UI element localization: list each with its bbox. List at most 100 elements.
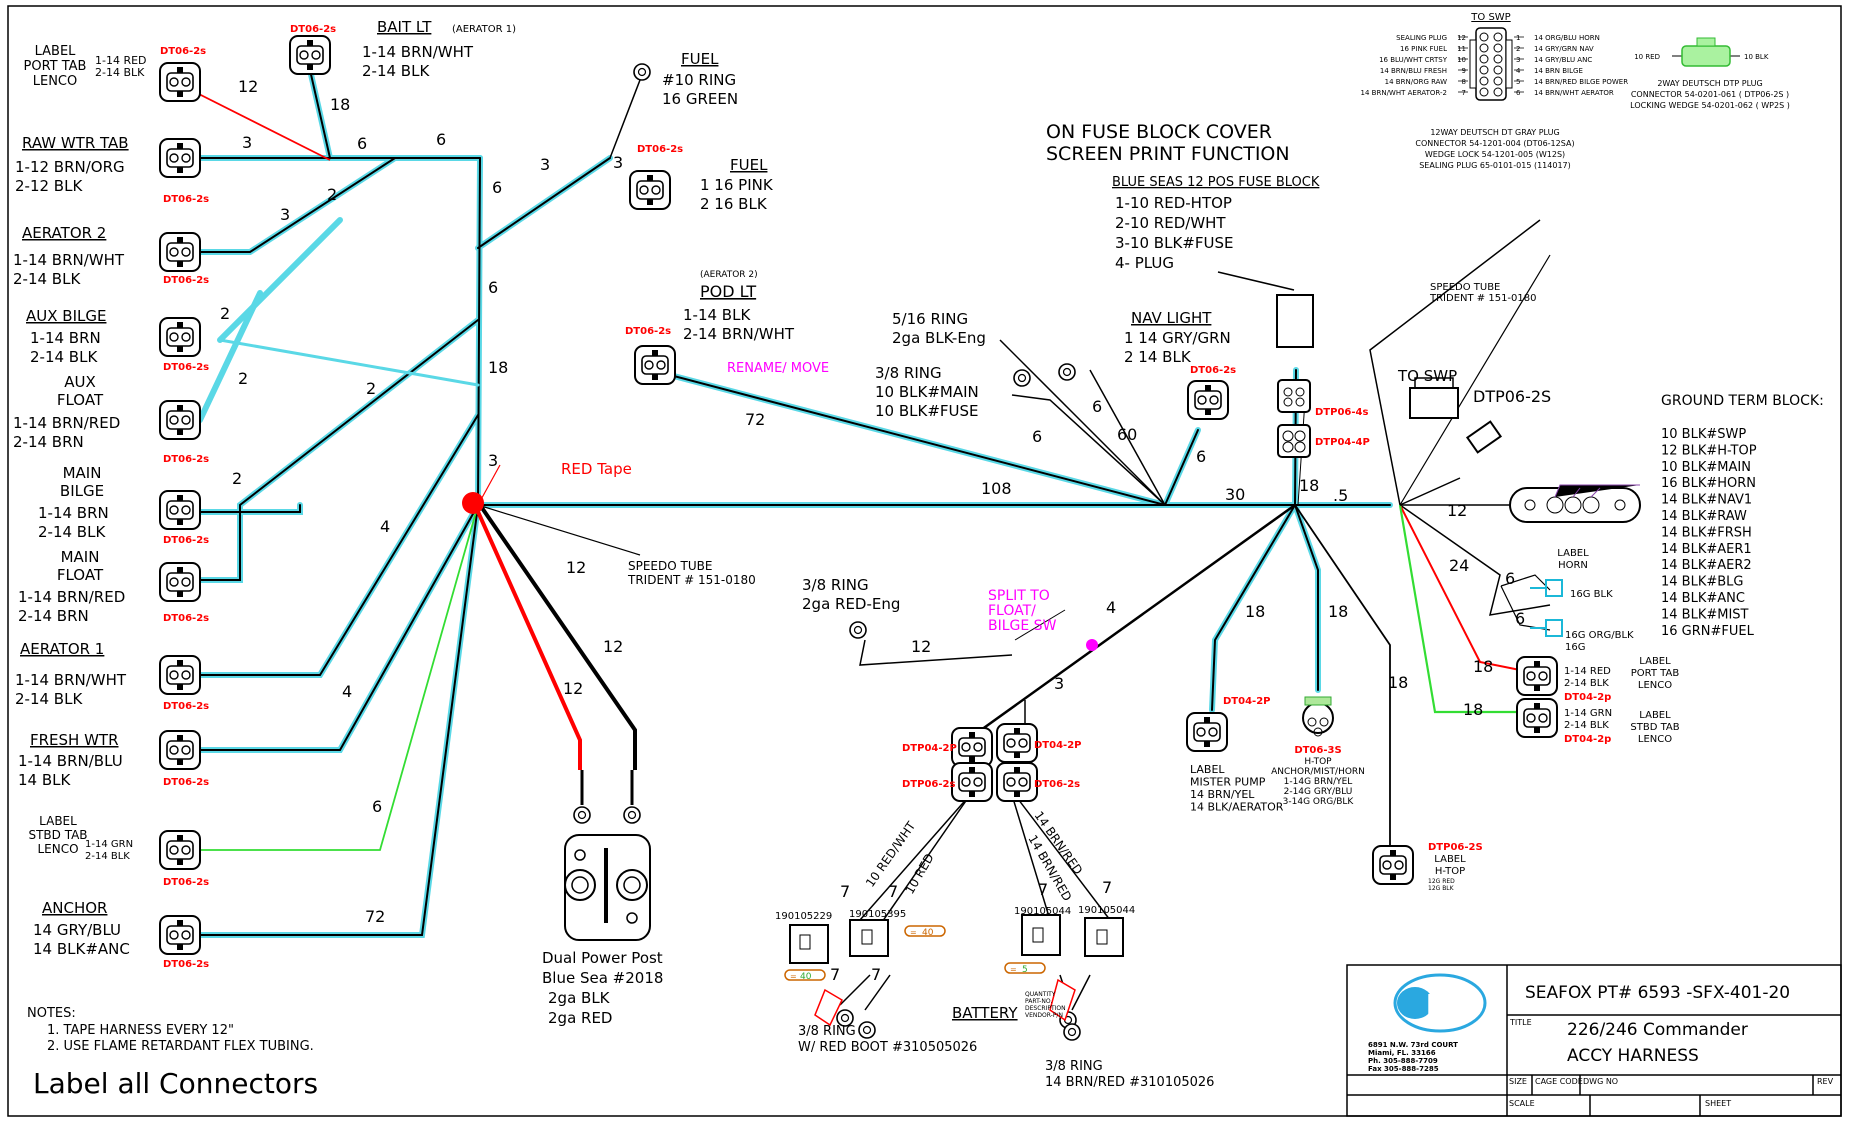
wire-spec: 1-14 RED: [95, 54, 147, 67]
wire-spec: 2-14 BLK: [1564, 678, 1609, 689]
wire-length: 2: [366, 379, 376, 398]
pin-spec: 14 BRN/RED BILGE POWER: [1534, 78, 1628, 86]
rename-note: RENAME/ MOVE: [727, 361, 829, 376]
wire-diag-label: 10 RED: [902, 851, 936, 896]
fuse-value: 40: [922, 928, 934, 938]
wire-length: 3: [242, 133, 252, 152]
connector-name: MISTER PUMP: [1190, 776, 1266, 789]
pin-num: 11: [1457, 45, 1466, 53]
connector-tag: DT06-2s: [163, 777, 209, 788]
pin-num: 4: [1516, 67, 1521, 75]
ring-spec: 3/8 RING: [1045, 1059, 1103, 1074]
pin-spec: 14 BRN/WHT AERATOR: [1534, 89, 1614, 97]
ground-line: 10 BLK#SWP: [1661, 427, 1746, 442]
qty-note: QUANTITY: [1025, 991, 1056, 998]
part-number-title: SEAFOX PT# 6593 -SFX-401-20: [1525, 983, 1790, 1003]
wire-length: 30: [1225, 485, 1245, 504]
connector-name: STBD TAB: [28, 828, 87, 842]
plug-spec: SEALING PLUG 65-0101-015 (114017): [1419, 161, 1571, 170]
wire-length: 12: [603, 637, 623, 656]
company-address: 6891 N.W. 73rd COURT: [1368, 1041, 1458, 1049]
fuse-block-line: 4- PLUG: [1115, 254, 1174, 272]
connector-name: 14 BRN/YEL: [1190, 788, 1255, 801]
red-tape-label: RED Tape: [561, 460, 632, 478]
wire-length: 6: [492, 178, 502, 197]
ground-line: 16 BLK#HORN: [1661, 476, 1756, 491]
wire-length: 12: [1447, 501, 1467, 520]
connector-tag: DT06-2s: [163, 275, 209, 286]
connector-name: PORT TAB: [1631, 668, 1680, 679]
connector-title: POD LT: [700, 282, 756, 301]
to-swp-12way-plug: [1458, 27, 1524, 101]
dt06-3s-connector: [1302, 696, 1334, 737]
connector-tag: DT06-3S: [1294, 745, 1341, 756]
connector-title: TO SWP: [1397, 367, 1457, 385]
wire-length: 6: [1505, 569, 1515, 588]
connector-tag: DT06-2s: [290, 24, 336, 35]
connector-tag: DT06-2s: [625, 326, 671, 337]
pin-spec: 16 BLU/WHT CRTSY: [1379, 56, 1448, 64]
wire-length: 3: [488, 451, 498, 470]
wire-spec: #10 RING: [662, 71, 736, 89]
wire-spec: 2-14 BLK: [95, 66, 145, 79]
pin-spec: SEALING PLUG: [1396, 34, 1447, 42]
fuse-prefix: =: [910, 928, 917, 937]
wire-length: 12: [911, 637, 931, 656]
connector-title: TO SWP: [1470, 12, 1510, 23]
wire-length: 6: [436, 130, 446, 149]
split-note: SPLIT TO: [988, 588, 1050, 604]
wire-length: 6: [1515, 609, 1525, 628]
red-tape-splice: [462, 492, 484, 514]
connector-title: FUEL: [730, 156, 768, 174]
fuse-prefix: =: [1010, 965, 1017, 974]
size-label: SIZE: [1509, 1077, 1527, 1086]
wire-spec: 1-14 BRN/WHT: [362, 43, 474, 61]
wire-length: 12: [238, 77, 258, 96]
cage-label: CAGE CODE: [1535, 1077, 1583, 1086]
wire-spec: 2-14 BLK: [85, 851, 130, 862]
ground-line: 14 BLK#MIST: [1661, 607, 1749, 622]
wire-length: 18: [1299, 476, 1319, 495]
connector-name: LABEL: [1639, 710, 1671, 721]
connector-tag: DTP06-2S: [1428, 842, 1483, 853]
connector-tag: DT04-2p: [1564, 692, 1611, 703]
connector-tag: DT06-2s: [1190, 365, 1236, 376]
plug-spec: CONNECTOR 54-1201-004 (DT06-12SA): [1415, 139, 1574, 148]
notes-title: NOTES:: [27, 1006, 76, 1021]
wire-length: 3: [1054, 674, 1064, 693]
connector-sub: (AERATOR 2): [700, 270, 758, 280]
connector-name: LABEL: [39, 814, 77, 828]
wire-spec: 1-14 BRN: [38, 504, 109, 522]
ring-spec: 5/16 RING: [892, 310, 968, 328]
connector-tag: DT06-2s: [163, 613, 209, 624]
connector-title: AERATOR 2: [22, 224, 106, 242]
note-item: 2. USE FLAME RETARDANT FLEX TUBING.: [47, 1039, 314, 1054]
connector-name: LABEL: [1190, 763, 1225, 776]
ground-line: 14 BLK#BLG: [1661, 575, 1744, 590]
plug-spec: WEDGE LOCK 54-1201-005 (W12S): [1425, 150, 1565, 159]
wire-length: 6: [357, 134, 367, 153]
drawing-title: 226/246 Commander: [1567, 1020, 1748, 1040]
connector-name: LENCO: [33, 74, 78, 89]
logo-text: PM: [1426, 988, 1474, 1021]
dwg-label: DWG NO: [1583, 1077, 1618, 1086]
horn-connectors: [1530, 579, 1563, 637]
ground-line: 14 BLK#ANC: [1661, 591, 1745, 606]
pin-num: 1: [1516, 34, 1520, 42]
pin-spec: 14 BRN/WHT AERATOR-2: [1361, 89, 1447, 97]
pin-spec: 14 BRN/ORG RAW: [1385, 78, 1447, 86]
fuse-block-line: 2-10 RED/WHT: [1115, 214, 1226, 232]
wire-spec: 14 GRY/BLU: [33, 921, 121, 939]
wire-spec: 1 14 GRY/GRN: [1124, 329, 1231, 347]
ring-spec: 10 BLK#FUSE: [875, 402, 979, 420]
qty-note: VENDOR-P/N: [1025, 1012, 1063, 1019]
wire-spec: 1-12 BRN/ORG: [15, 158, 125, 176]
connector-title: FLOAT: [57, 391, 104, 409]
connector-name: LENCO: [1638, 680, 1672, 691]
wire-length: 6: [1032, 427, 1042, 446]
pin-spec: 14 BRN BILGE: [1534, 67, 1583, 75]
wire-length: 4: [342, 682, 352, 701]
wire-length: 6: [1196, 447, 1206, 466]
company-address: Fax 305-888-7285: [1368, 1065, 1439, 1073]
